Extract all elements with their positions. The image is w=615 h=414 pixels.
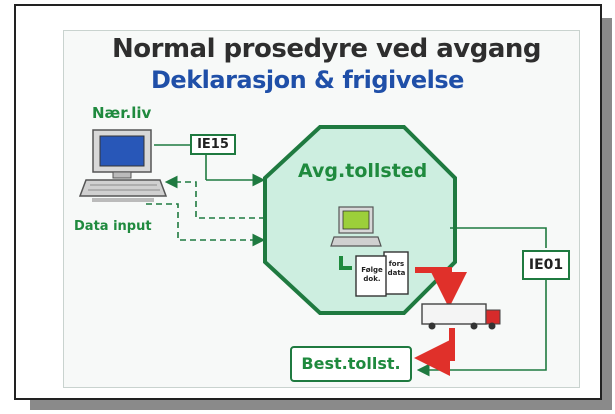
page-title: Normal prosedyre ved avgang — [112, 34, 542, 64]
truck-icon — [421, 303, 501, 330]
page-subtitle: Deklarasjon & frigivelse — [151, 66, 464, 94]
ie01-box: IE01 — [522, 250, 570, 280]
computer-icon — [330, 206, 382, 247]
ie15-connector — [154, 144, 266, 187]
document-icon — [355, 251, 409, 297]
data-input-connector — [146, 175, 266, 247]
data-input-label: Data input — [74, 219, 152, 234]
red-arrow-to-truck — [415, 267, 467, 308]
best-tollst-box: Best.tollst. — [290, 346, 412, 382]
red-arrow-to-best — [414, 328, 455, 376]
ie15-box: IE15 — [190, 134, 236, 155]
doc-fors-label: fors data — [387, 260, 406, 277]
doc-folge-label: Følge dok. — [361, 266, 383, 283]
avg-tollsted-label: Avg.tollsted — [298, 160, 428, 182]
computer-icon — [78, 129, 168, 202]
doc-arrow — [339, 256, 352, 270]
ie01-connector — [416, 227, 547, 377]
naer-liv-label: Nær.liv — [92, 104, 152, 122]
